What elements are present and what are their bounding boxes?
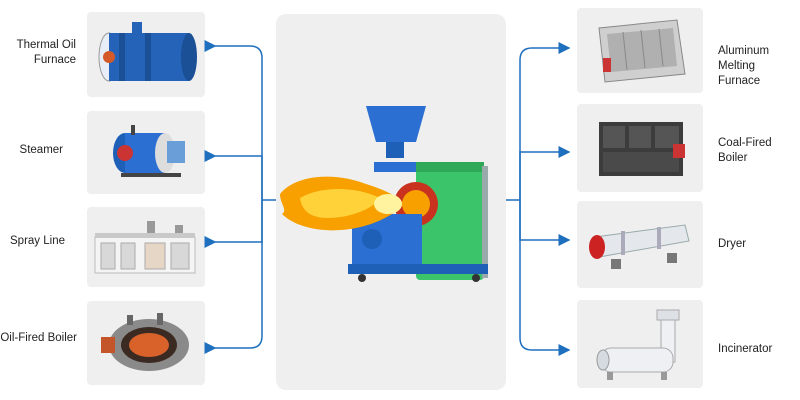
label-incinerator: Incinerator <box>718 343 773 355</box>
label-coal-fired-boiler: Coal-Fired Boiler <box>718 137 772 164</box>
arrow-to-spray-line <box>204 200 263 248</box>
arrow-to-steamer <box>204 150 263 200</box>
card-steamer <box>87 111 205 194</box>
card-oil-fired-boiler <box>87 301 205 385</box>
label-spray-line: Spray Line <box>10 235 65 247</box>
arrow-to-dryer <box>519 200 571 246</box>
arrow-to-coal-fired-boiler <box>519 146 571 200</box>
oil-fired-boiler-icon <box>101 313 189 371</box>
center-card <box>276 14 506 390</box>
arrow-to-thermal-oil-furnace <box>204 40 276 201</box>
card-dryer <box>577 201 703 288</box>
thermal-oil-furnace-icon <box>98 22 197 82</box>
biomass-burner-icon <box>280 106 488 282</box>
incinerator-icon <box>596 309 680 380</box>
card-incinerator <box>577 300 703 388</box>
label-steamer: Steamer <box>19 144 63 156</box>
card-aluminum-melting-furnace <box>577 8 703 93</box>
card-spray-line <box>87 207 205 287</box>
steamer-icon <box>113 125 185 177</box>
spray-line-icon <box>94 221 196 274</box>
arrow-to-aluminum-melting-furnace <box>506 42 571 201</box>
dryer-icon <box>589 224 690 269</box>
card-thermal-oil-furnace <box>87 12 205 97</box>
label-oil-fired-boiler: Oil-Fired Boiler <box>0 332 77 344</box>
aluminum-melting-furnace-icon <box>598 19 686 83</box>
arrow-to-oil-fired-boiler <box>204 200 263 354</box>
coal-fired-boiler-icon <box>599 122 685 176</box>
label-dryer: Dryer <box>718 238 747 250</box>
arrow-to-incinerator <box>519 200 571 356</box>
card-coal-fired-boiler <box>577 104 703 192</box>
